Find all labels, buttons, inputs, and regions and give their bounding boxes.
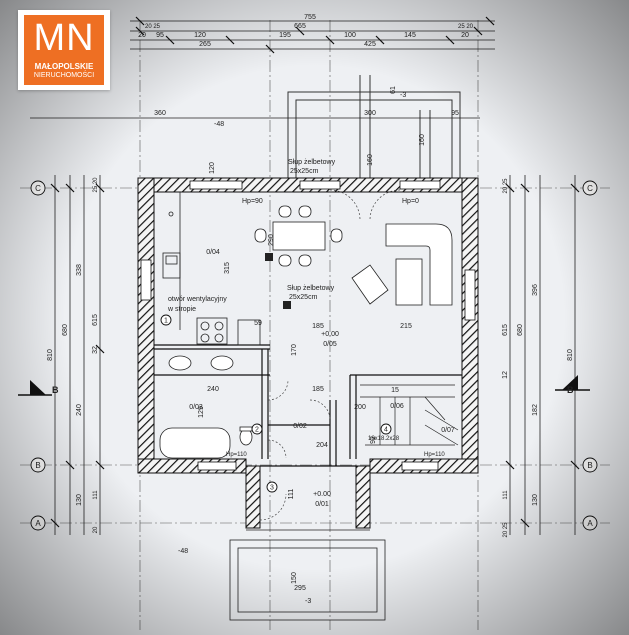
logo-badge: MN MAŁOPOLSKIE NIERUCHOMOŚCI: [24, 15, 104, 85]
logo-monogram: MN: [33, 17, 95, 59]
logo-line1: MAŁOPOLSKIE: [34, 62, 94, 71]
company-logo: MN MAŁOPOLSKIE NIERUCHOMOŚCI: [18, 10, 110, 90]
logo-line2: NIERUCHOMOŚCI: [33, 72, 95, 79]
